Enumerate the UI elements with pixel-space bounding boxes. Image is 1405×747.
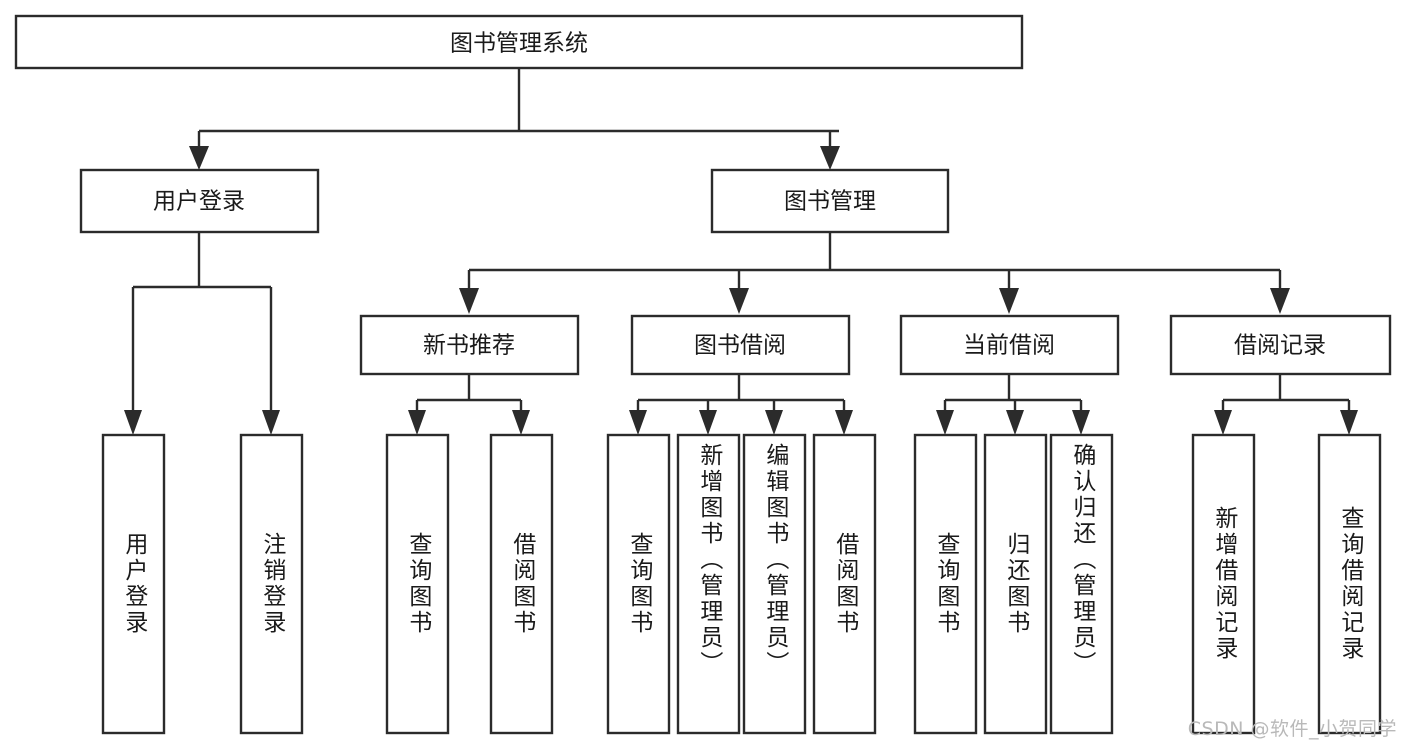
arrow-head-borrow-leaf2: [699, 410, 717, 435]
leaf-current-2-box[interactable]: [983, 433, 1048, 735]
leaf-newbook-1-box[interactable]: [385, 433, 450, 735]
node-newbook[interactable]: 新书推荐: [359, 314, 580, 376]
arrow-head-current: [999, 288, 1019, 314]
arrow-head-newbook-leaf2: [512, 410, 530, 435]
node-current-box[interactable]: [899, 314, 1120, 376]
node-borrow-box[interactable]: [630, 314, 851, 376]
arrow-head-records-leaf1: [1214, 410, 1232, 435]
node-current[interactable]: 当前借阅: [899, 314, 1120, 376]
leaf-boxes-group: [101, 433, 1382, 735]
node-bookmgmt-box[interactable]: [710, 168, 950, 234]
node-login[interactable]: 用户登录: [79, 168, 320, 234]
node-root-label: 图书管理系统: [450, 31, 588, 57]
node-newbook-label: 新书推荐: [423, 333, 515, 359]
leaf-borrow-3-box[interactable]: [742, 433, 807, 735]
leaf-records-1-box[interactable]: [1191, 433, 1256, 735]
arrow-head-current-leaf1: [936, 410, 954, 435]
leaf-borrow-2-box[interactable]: [676, 433, 741, 735]
arrow-head-records-leaf2: [1340, 410, 1358, 435]
connector-group-newbook-to-leaves: [408, 374, 530, 435]
leaf-current-3-box[interactable]: [1049, 433, 1114, 735]
connector-group-login-to-leaves: [124, 232, 280, 435]
leaf-current-1-box[interactable]: [913, 433, 978, 735]
node-root-box[interactable]: [14, 14, 1024, 70]
arrow-head-borrow-leaf1: [629, 410, 647, 435]
node-login-label: 用户登录: [153, 189, 245, 215]
node-bookmgmt[interactable]: 图书管理: [710, 168, 950, 234]
node-current-label: 当前借阅: [963, 333, 1055, 359]
arrow-head-borrow-leaf4: [835, 410, 853, 435]
leaf-borrow-4-box[interactable]: [812, 433, 877, 735]
node-login-box[interactable]: [79, 168, 320, 234]
node-records-box[interactable]: [1169, 314, 1392, 376]
arrow-head-records: [1270, 288, 1290, 314]
arrow-head-login: [189, 146, 209, 170]
leaf-login-2-box[interactable]: [239, 433, 304, 735]
node-root[interactable]: 图书管理系统: [14, 14, 1024, 70]
arrow-head-newbook-leaf1: [408, 410, 426, 435]
arrow-head-borrow: [729, 288, 749, 314]
leaf-newbook-2-box[interactable]: [489, 433, 554, 735]
node-borrow[interactable]: 图书借阅: [630, 314, 851, 376]
node-newbook-box[interactable]: [359, 314, 580, 376]
connector-group-bookmgmt-to-level3: [459, 232, 1290, 314]
connector-group-records-to-leaves: [1214, 374, 1358, 435]
node-records-label: 借阅记录: [1234, 333, 1326, 359]
arrow-head-current-leaf3: [1072, 410, 1090, 435]
connector-group-current-to-leaves: [936, 374, 1090, 435]
arrow-head-current-leaf2: [1006, 410, 1024, 435]
connector-group-borrow-to-leaves: [629, 374, 853, 435]
arrow-head-login-leaf2: [262, 410, 280, 435]
arrow-head-newbook: [459, 288, 479, 314]
node-bookmgmt-label: 图书管理: [784, 189, 876, 215]
leaf-records-2-box[interactable]: [1317, 433, 1382, 735]
arrow-head-bookmgmt: [820, 146, 840, 170]
csdn-watermark: CSDN @软件_小贺同学: [1187, 718, 1397, 740]
leaf-borrow-1-box[interactable]: [606, 433, 671, 735]
node-records[interactable]: 借阅记录: [1169, 314, 1392, 376]
connector-group-root-to-level2: [189, 68, 840, 170]
arrow-head-login-leaf1: [124, 410, 142, 435]
node-borrow-label: 图书借阅: [694, 333, 786, 359]
arrow-head-borrow-leaf3: [765, 410, 783, 435]
leaf-login-1-box[interactable]: [101, 433, 166, 735]
